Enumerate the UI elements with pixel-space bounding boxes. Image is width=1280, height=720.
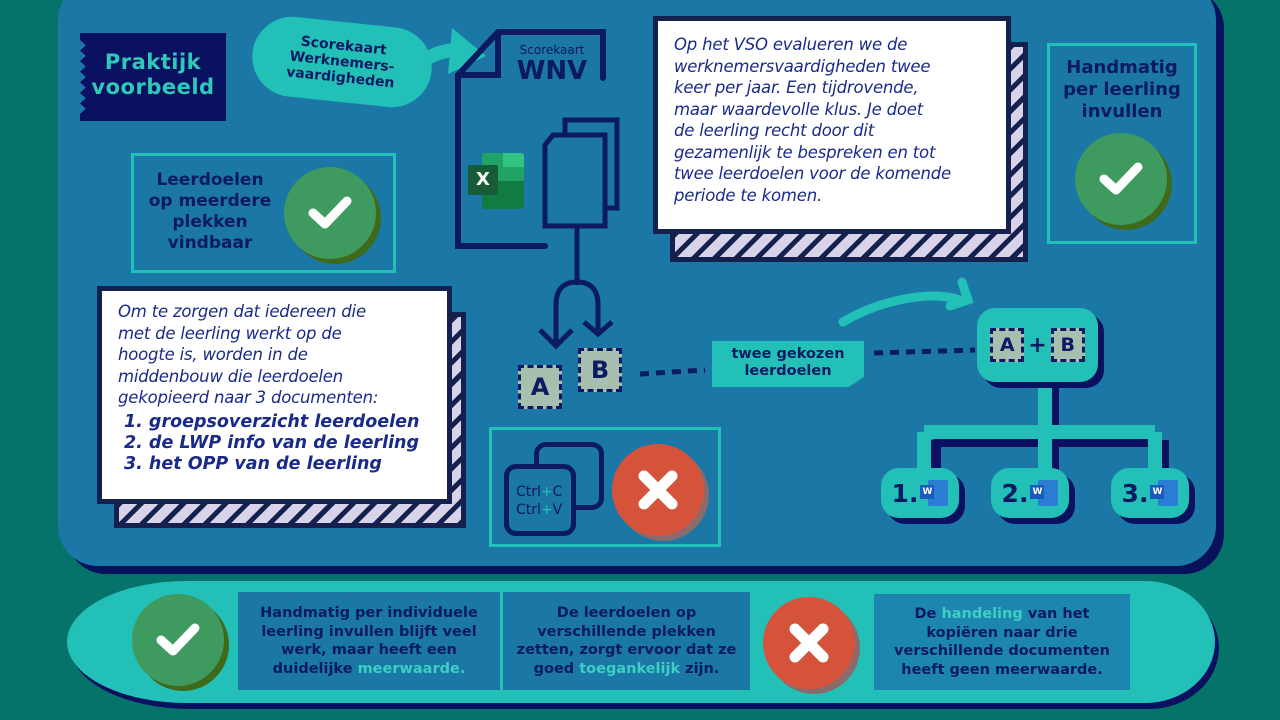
box-copy-paste: Ctrl+C Ctrl+V [489, 427, 721, 547]
word-icon: W [1150, 480, 1179, 506]
document-outline-icon [455, 29, 606, 249]
highlight-handeling: handeling [941, 606, 1023, 622]
copy-page-front [542, 132, 608, 229]
goal-b-square: B [1050, 328, 1085, 362]
note-left-line: gekopieerd naar 3 documenten: [118, 388, 379, 407]
note-top-line: periode te komen. [674, 185, 823, 205]
box-goals-findable: Leerdoelen op meerdere plekken vindbaar [131, 153, 396, 273]
doc-node-2: 2. W [991, 468, 1069, 518]
bubble-arrow-head [448, 28, 486, 74]
note-top: Op het VSO evalueren we de werknemersvaa… [653, 16, 1011, 234]
praktijk-voorbeeld-tag: Praktijk voorbeeld [80, 33, 226, 121]
goal-a-label: A [530, 373, 550, 401]
summary-cell-goals: De leerdoelen op verschillende plekken z… [503, 592, 750, 690]
note-top-line: werknemersvaardigheden twee [674, 56, 931, 76]
box-manual-entry: Handmatig per leerling invullen [1047, 43, 1197, 244]
document-list-item: 3. het OPP van de leerling [124, 453, 382, 474]
note-left-line: Om te zorgen dat iedereen die [118, 302, 366, 321]
tag-line-2: voorbeeld [91, 75, 215, 99]
doc-node-1: 1. W [881, 468, 959, 518]
summary-cell-manual: Handmatig per individuele leerling invul… [238, 592, 500, 690]
check-icon [132, 594, 224, 686]
document-label: Scorekaart WNV [512, 43, 592, 85]
curved-arrow-icon [838, 291, 965, 327]
chosen-goals-label: twee gekozen leerdoelen [712, 341, 864, 387]
check-icon [1075, 133, 1167, 225]
document-list-item: 2. de LWP info van de leerling [124, 432, 420, 453]
note-top-line: twee leerdoelen voor de komende [674, 164, 951, 183]
doc-node-3: 3. W [1111, 468, 1189, 518]
highlight-meerwaarde: meerwaarde. [357, 660, 466, 677]
goal-b-label: B [1060, 334, 1075, 356]
box-goals-line-3: plekken [172, 212, 248, 232]
dashed-connector-right [873, 347, 976, 356]
box-goals-line-4: vindbaar [167, 233, 253, 253]
plus-sign: + [1028, 332, 1047, 358]
note-left: Om te zorgen dat iedereen die met de lee… [97, 286, 452, 504]
note-top-line: maar waardevolle klus. Je doet [674, 99, 924, 119]
goals-combined-node: A + B [977, 308, 1098, 382]
doc-number: 2. [1001, 478, 1029, 508]
goal-a-square: A [518, 365, 562, 409]
note-left-line: middenbouw die leerdoelen [118, 366, 344, 386]
word-icon: W [1030, 480, 1059, 506]
goal-b-square: B [578, 348, 622, 392]
box-manual-line-2: per leerling [1063, 79, 1181, 100]
tree-connector [917, 375, 1162, 470]
document-title: WNV [516, 56, 588, 86]
split-arrow-icon [553, 279, 601, 345]
check-icon [284, 167, 376, 259]
document-list-item: 1. groepsoverzicht leerdoelen [124, 411, 420, 432]
cross-icon [763, 597, 855, 689]
highlight-toegankelijk: toegankelijk [579, 660, 681, 677]
doc-number: 3. [1121, 478, 1149, 508]
note-top-line: de leerling recht door dit [674, 121, 875, 140]
box-goals-line-1: Leerdoelen [156, 170, 264, 190]
document-subtitle: Scorekaart [519, 43, 585, 57]
excel-icon: X [468, 153, 528, 211]
chosen-goals-line-2: leerdoelen [744, 363, 832, 379]
note-left-line: met de leerling werkt op de [118, 323, 342, 343]
goal-b-label: B [590, 356, 610, 384]
box-manual-line-1: Handmatig [1066, 57, 1178, 78]
cross-icon [612, 444, 704, 536]
tag-line-1: Praktijk [104, 50, 202, 74]
note-top-line: gezamenlijk te bespreken en tot [674, 142, 936, 162]
box-manual-line-3: invullen [1081, 101, 1163, 122]
word-icon: W [920, 480, 949, 506]
goal-a-label: A [999, 334, 1015, 356]
note-left-line: hoogte is, worden in de [118, 345, 308, 364]
note-top-line: Op het VSO evalueren we de [674, 35, 908, 54]
chosen-goals-line-1: twee gekozen [731, 346, 845, 362]
box-goals-line-2: op meerdere [148, 191, 272, 211]
doc-number: 1. [891, 478, 919, 508]
summary-cell-copy: De handeling van het kopiëren naar drie … [874, 594, 1130, 690]
goal-a-square: A [990, 328, 1025, 362]
note-top-line: keer per jaar. Een tijdrovende, [674, 78, 919, 97]
excel-letter: X [468, 165, 498, 195]
dashed-connector-left [639, 367, 706, 377]
ctrl-c-v-icon: Ctrl+C Ctrl+V [504, 464, 576, 536]
